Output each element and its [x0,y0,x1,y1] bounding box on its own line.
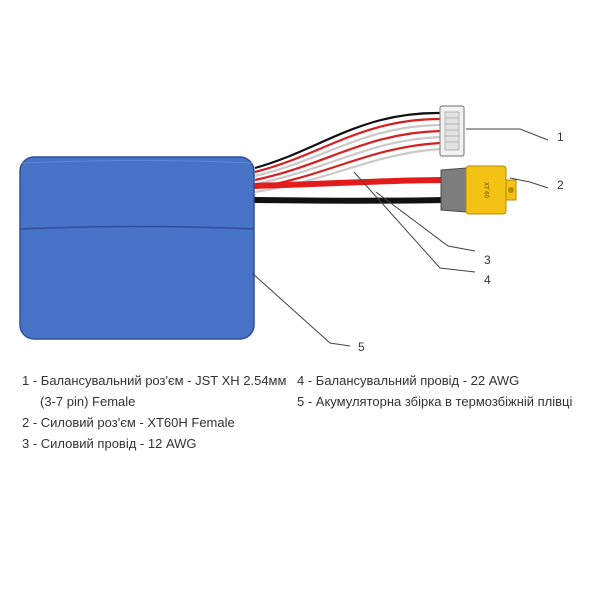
callout-line-3 [375,191,476,252]
xt60-connector: XT 60 [440,165,517,215]
callout-line-5 [251,272,351,347]
callout-number-2: 2 [557,178,564,192]
callout-number-4: 4 [484,273,491,287]
legend-item-1: 1 - Балансувальний роз'єм - JST XH 2.54м… [22,373,287,388]
legend-item-5: 5 - Акумуляторна збірка в термозбіжній п… [297,394,573,409]
callout-line-2 [509,177,549,189]
legend-item-4: 4 - Балансувальний провід - 22 AWG [297,373,520,388]
power-wire-black [251,197,447,204]
power-wire-red [251,177,447,189]
legend-item-2: 2 - Силовий роз'єм - XT60H Female [22,415,235,430]
callout-number-5: 5 [358,340,365,354]
legend-left: 1 - Балансувальний роз'єм - JST XH 2.54м… [22,370,292,454]
callout-number-3: 3 [484,253,491,267]
callout-lines [251,128,549,347]
balance-connector [439,105,465,157]
callout-number-1: 1 [557,130,564,144]
callout-line-1 [466,128,549,141]
battery-pack [19,156,255,340]
legend-item-3: 3 - Силовий провід - 12 AWG [22,436,197,451]
legend-item-1-continuation: (3-7 pin) Female [40,394,136,409]
xt60-marking: XT 60 [482,182,488,199]
legend-right: 4 - Балансувальний провід - 22 AWG 5 - А… [297,370,597,412]
callout-line-4 [353,171,476,273]
